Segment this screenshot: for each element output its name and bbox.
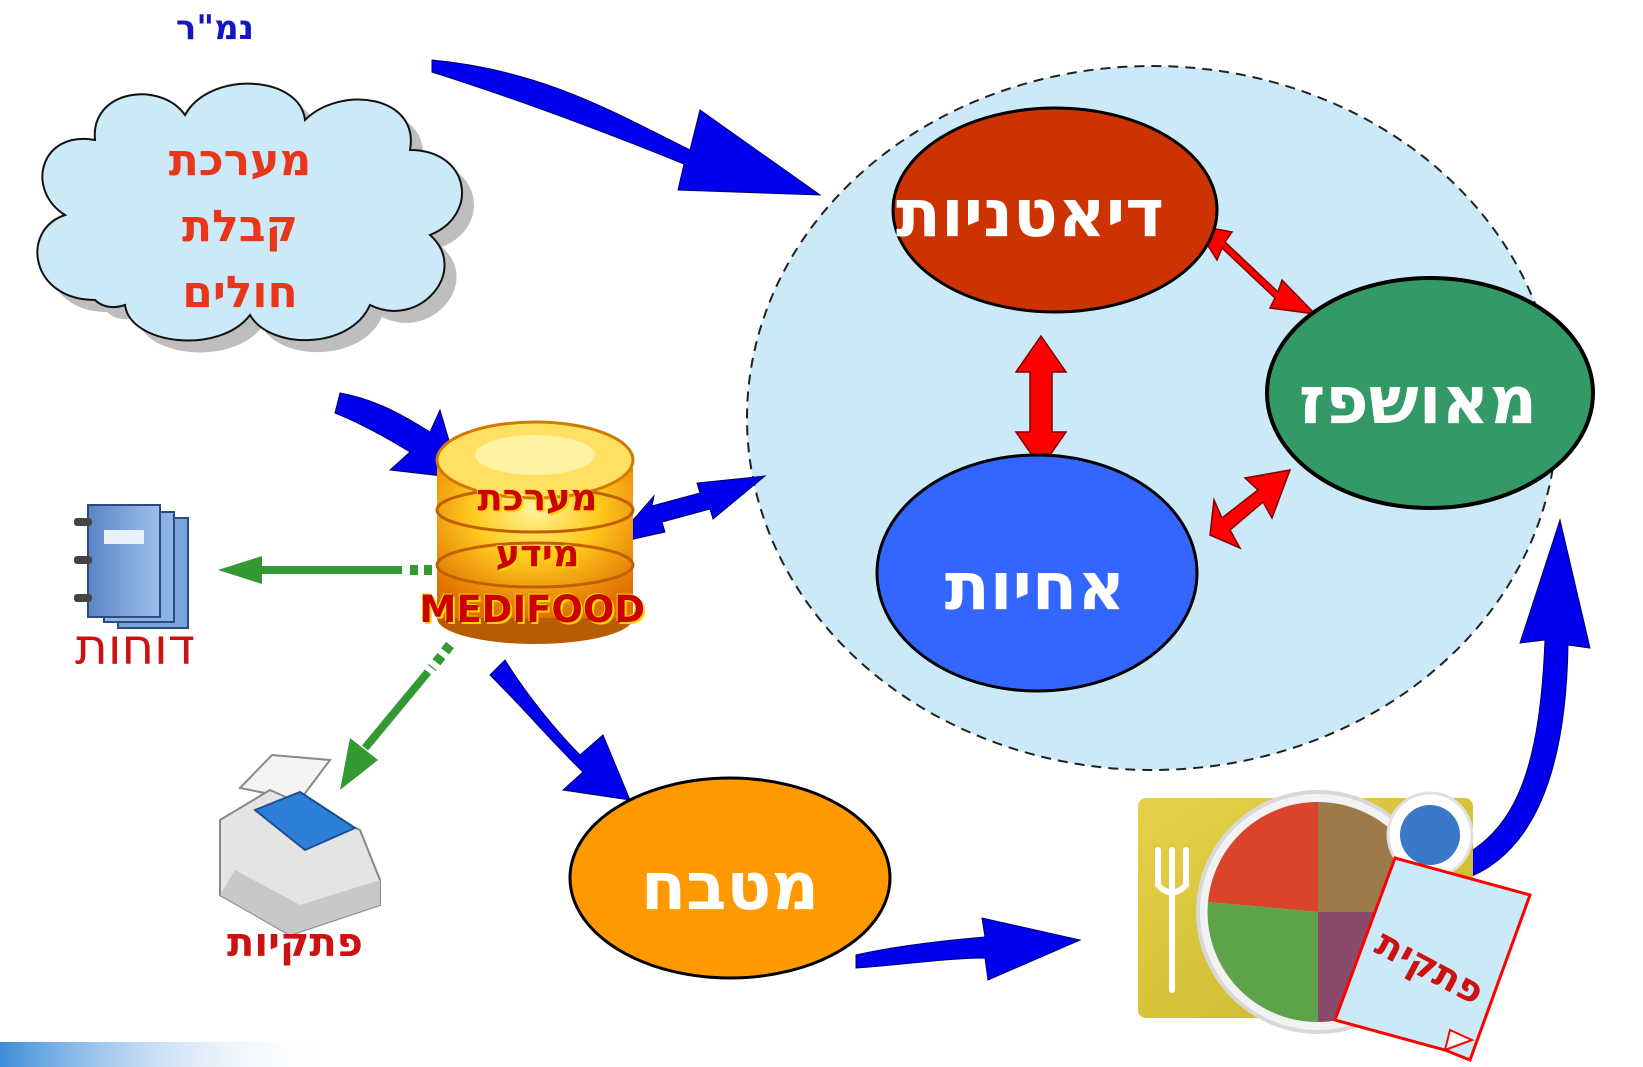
printer-icon — [219, 753, 381, 937]
arrow-tray-to-hospitalized — [1454, 518, 1591, 881]
arrow-database-to-kitchen — [489, 659, 631, 801]
hospitalized-node — [1265, 276, 1595, 510]
database-icon — [435, 420, 635, 644]
medifood-system-label: מערכת מידע MEDIFOOD — [420, 470, 645, 638]
kitchen-node — [568, 776, 892, 980]
fork-icon — [1155, 847, 1189, 993]
arrow-to-printer — [340, 738, 378, 790]
arrow-to-reports — [218, 556, 262, 584]
output-arrows — [218, 556, 454, 790]
dietitians-label: דיאטניות — [895, 175, 1165, 252]
cloud-icon — [36, 82, 475, 353]
database-label-text: מערכת מידע MEDIFOOD — [419, 476, 645, 631]
note-icon — [1333, 856, 1532, 1062]
kitchen-label: מטבח — [640, 848, 820, 925]
arrow-cloud-to-database — [334, 392, 461, 479]
binders-icon — [74, 504, 189, 629]
flow-arrows — [334, 59, 1591, 981]
nurses-label: אחיות — [944, 548, 1126, 625]
tickets-label: פתקיות — [227, 920, 363, 966]
hospitalized-label: מאושפז — [1298, 362, 1538, 439]
arrow-kitchen-to-tray — [855, 917, 1082, 981]
bidirectional-arrows — [1014, 223, 1318, 550]
cloud-label-text: מערכת קבלת חולים — [168, 135, 312, 318]
patient-admission-system-label: מערכת קבלת חולים — [120, 128, 360, 326]
dietitians-node — [891, 106, 1219, 314]
meal-tray-icon — [1138, 790, 1474, 1034]
arrow-cloud-to-ward — [431, 59, 822, 196]
bottom-accent-bar — [0, 1042, 330, 1067]
arrow-nurses-hospitalized — [1209, 469, 1292, 550]
nmr-label: נמ"ר — [175, 8, 255, 48]
reports-label: דוחות — [74, 618, 196, 676]
nurses-node — [875, 453, 1199, 693]
